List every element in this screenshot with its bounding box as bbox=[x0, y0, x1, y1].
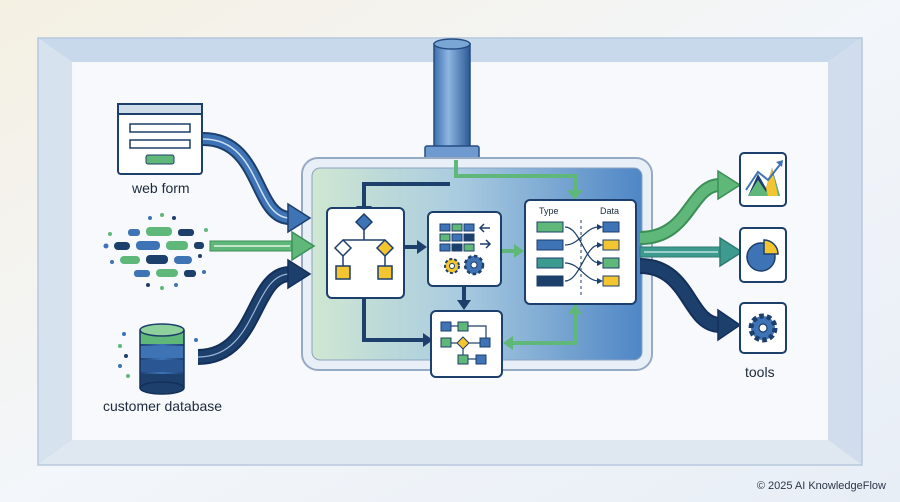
customer-database-label: customer database bbox=[103, 398, 223, 414]
gears-to-mapping-head bbox=[514, 244, 524, 258]
workflow-to-gears-head bbox=[417, 240, 427, 254]
room-floor bbox=[38, 440, 862, 465]
web-form-inbound-arrow bbox=[202, 132, 312, 234]
type-column-header: Type bbox=[539, 206, 559, 216]
web-form-label: web form bbox=[132, 180, 190, 196]
workflow-to-process-head bbox=[423, 333, 433, 347]
data-stream-inbound-arrow bbox=[209, 230, 316, 262]
room-frame bbox=[37, 37, 863, 466]
process-flow-icon bbox=[430, 310, 503, 378]
database-inbound-arrow bbox=[197, 258, 312, 365]
data-stream-icon bbox=[103, 213, 208, 290]
tools-label: tools bbox=[745, 364, 775, 380]
workflow-to-process-connector bbox=[362, 298, 424, 342]
mapping-up-head bbox=[568, 304, 582, 314]
room-right-wall bbox=[828, 38, 862, 465]
workflow-icon bbox=[326, 207, 405, 299]
copyright-notice: © 2025 AI KnowledgeFlow bbox=[756, 480, 886, 492]
database-icon bbox=[118, 323, 202, 395]
pipe-to-mapping-connector bbox=[454, 160, 577, 190]
pie-chart-icon bbox=[739, 227, 787, 283]
pipe-top-cap bbox=[433, 38, 471, 50]
gears-icon bbox=[427, 211, 502, 287]
chart-outbound-arrow bbox=[639, 169, 742, 245]
web-form-icon bbox=[117, 103, 203, 175]
mapping-to-process-connector bbox=[512, 304, 577, 345]
gear-icon bbox=[739, 302, 787, 354]
data-column-header: Data bbox=[600, 206, 619, 216]
pipe-to-mapping-head bbox=[567, 190, 583, 200]
pie-outbound-arrow bbox=[639, 236, 744, 268]
loop-connector-top bbox=[362, 182, 450, 206]
top-pipe bbox=[433, 43, 471, 149]
room-left-wall bbox=[38, 38, 72, 465]
gears-to-process-head bbox=[457, 300, 471, 310]
tools-outbound-arrow bbox=[639, 258, 742, 342]
mapping-to-process-head bbox=[503, 336, 513, 350]
chart-icon bbox=[739, 152, 787, 207]
mapping-icon: Type Data bbox=[524, 199, 637, 305]
